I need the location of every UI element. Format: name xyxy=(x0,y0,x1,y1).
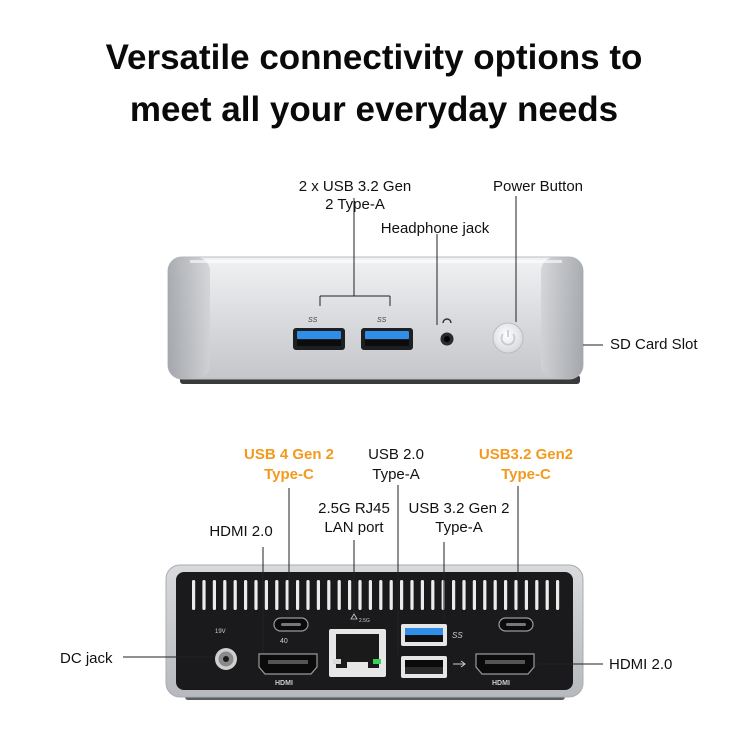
vent-slot xyxy=(192,580,196,610)
vent-slot xyxy=(316,580,320,610)
vent-slot xyxy=(233,580,237,610)
front-usb-port-1 xyxy=(293,328,345,350)
label-usb32a-1: USB 3.2 Gen 2 xyxy=(408,500,510,517)
vent-slot xyxy=(379,580,383,610)
label-usb-front-2: 2 Type-A xyxy=(325,196,385,213)
ss-mark-left: SS xyxy=(308,317,318,324)
vent-slot xyxy=(358,580,362,610)
label-dc-jack: DC jack xyxy=(60,650,113,667)
label-usb4-2: Type-C xyxy=(264,466,314,483)
ss-mark-rear: SS xyxy=(452,631,463,640)
label-headphone: Headphone jack xyxy=(380,220,490,237)
rear-lan-port: 2.5G xyxy=(329,613,386,677)
vent-slot xyxy=(202,580,206,610)
vent-slot xyxy=(368,580,372,610)
vent-slot xyxy=(431,580,435,610)
power-icon xyxy=(500,333,516,346)
vent-slot xyxy=(296,580,300,610)
vent-slot xyxy=(514,580,518,610)
front-case xyxy=(167,256,584,380)
front-unit: SS SS xyxy=(167,196,603,384)
vent-slot xyxy=(275,580,279,610)
dc-voltage-mark: 19V xyxy=(215,629,226,635)
headphone-jack xyxy=(440,318,454,346)
rear-usb32-typea: SS xyxy=(401,624,463,646)
rear-vents xyxy=(192,580,560,610)
label-hdmi-right: HDMI 2.0 xyxy=(609,656,673,673)
vent-slot xyxy=(327,580,331,610)
label-sd-card: SD Card Slot xyxy=(610,336,698,353)
label-hdmi-left: HDMI 2.0 xyxy=(209,523,273,540)
rear-hdmi-right: HDMI xyxy=(475,653,535,687)
rear-hdmi-left: HDMI xyxy=(258,653,318,687)
vent-slot xyxy=(348,580,352,610)
ss-mark-right: SS xyxy=(377,317,387,324)
power-button xyxy=(492,322,524,354)
vent-slot xyxy=(244,580,248,610)
front-usb-port-2 xyxy=(361,328,413,350)
usb-front-leader xyxy=(319,198,391,306)
vent-slot xyxy=(264,580,268,610)
vent-slot xyxy=(493,580,497,610)
rear-unit: 40 HDMI 2.5G SS xyxy=(123,485,603,700)
vent-slot xyxy=(400,580,404,610)
hdmi-mark-right: HDMI xyxy=(492,680,510,687)
rear-usb32-typec xyxy=(498,617,534,632)
headline-line-1: Versatile connectivity options to xyxy=(105,38,643,77)
label-usb32c-2: Type-C xyxy=(501,466,551,483)
headphone-icon xyxy=(442,318,452,324)
vent-slot xyxy=(254,580,258,610)
label-usb32c-1: USB3.2 Gen2 xyxy=(478,446,574,463)
vent-slot xyxy=(452,580,456,610)
lan-speed-mark: 2.5G xyxy=(359,618,370,624)
tb40-mark: 40 xyxy=(280,638,288,645)
vent-slot xyxy=(483,580,487,610)
hdmi-mark-left: HDMI xyxy=(275,680,293,687)
headline-line-2: meet all your everyday needs xyxy=(129,90,619,129)
vent-slot xyxy=(420,580,424,610)
label-usb20-1: USB 2.0 xyxy=(368,446,424,463)
label-lan-2: LAN port xyxy=(324,519,384,536)
label-lan-1: 2.5G RJ45 xyxy=(318,500,390,517)
vent-slot xyxy=(504,580,508,610)
vent-slot xyxy=(410,580,414,610)
label-usb4-1: USB 4 Gen 2 xyxy=(243,446,335,463)
vent-slot xyxy=(223,580,227,610)
vent-slot xyxy=(462,580,466,610)
usb-icon xyxy=(453,660,466,668)
label-usb-front-1: 2 x USB 3.2 Gen xyxy=(298,178,412,195)
rear-dc-jack: 19V xyxy=(215,629,237,670)
vent-slot xyxy=(212,580,216,610)
label-usb32a-2: Type-A xyxy=(435,519,483,536)
vent-slot xyxy=(306,580,310,610)
label-usb20-2: Type-A xyxy=(372,466,420,483)
vent-slot xyxy=(389,580,393,610)
vent-slot xyxy=(337,580,341,610)
vent-slot xyxy=(545,580,549,610)
vent-slot xyxy=(285,580,289,610)
vent-slot xyxy=(535,580,539,610)
rear-usb4-typec: 40 xyxy=(273,617,309,645)
vent-slot xyxy=(524,580,528,610)
label-power-button: Power Button xyxy=(492,178,584,195)
vent-slot xyxy=(472,580,476,610)
vent-slot xyxy=(556,580,560,610)
rear-usb20-typea xyxy=(401,656,466,678)
